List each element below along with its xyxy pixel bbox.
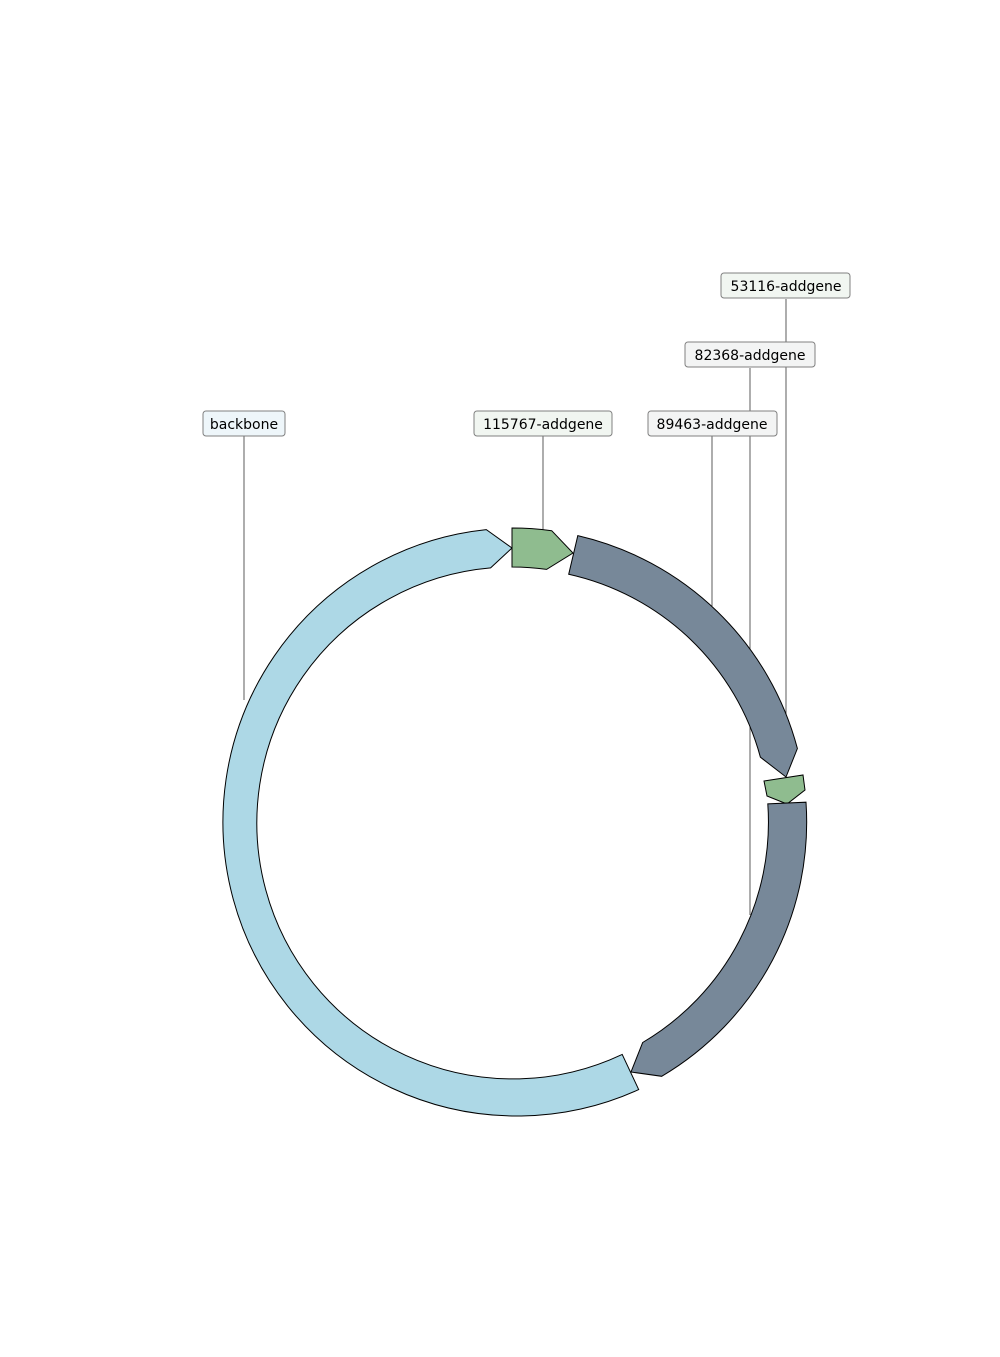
label-82368-box (684, 341, 816, 368)
label-53116-text: 53116-addgene (731, 279, 842, 295)
backbone-segment[interactable] (222, 529, 640, 1117)
insert-53116-segment[interactable] (763, 774, 806, 805)
label-115767[interactable]: 115767-addgene (473, 410, 613, 437)
label-89463[interactable]: 89463-addgene (647, 410, 778, 437)
leader-lines (243, 299, 787, 915)
label-89463-box (647, 410, 778, 437)
label-82368-text: 82368-addgene (695, 348, 806, 364)
label-82368[interactable]: 82368-addgene (684, 341, 816, 368)
insert-115767-segment[interactable] (511, 527, 574, 570)
label-backbone-text: backbone (210, 417, 278, 433)
label-115767-box (473, 410, 613, 437)
label-backbone[interactable]: backbone (202, 410, 286, 437)
label-89463-text: 89463-addgene (657, 417, 768, 433)
insert-89463-segment[interactable] (568, 535, 798, 778)
label-backbone-box (202, 410, 286, 437)
insert-82368-segment[interactable] (630, 801, 808, 1077)
feature-labels: backbone 115767-addgene 89463-addgene 82… (202, 272, 851, 437)
label-53116[interactable]: 53116-addgene (720, 272, 851, 299)
label-53116-box (720, 272, 851, 299)
feature-segments (222, 527, 808, 1117)
label-115767-text: 115767-addgene (483, 417, 603, 433)
